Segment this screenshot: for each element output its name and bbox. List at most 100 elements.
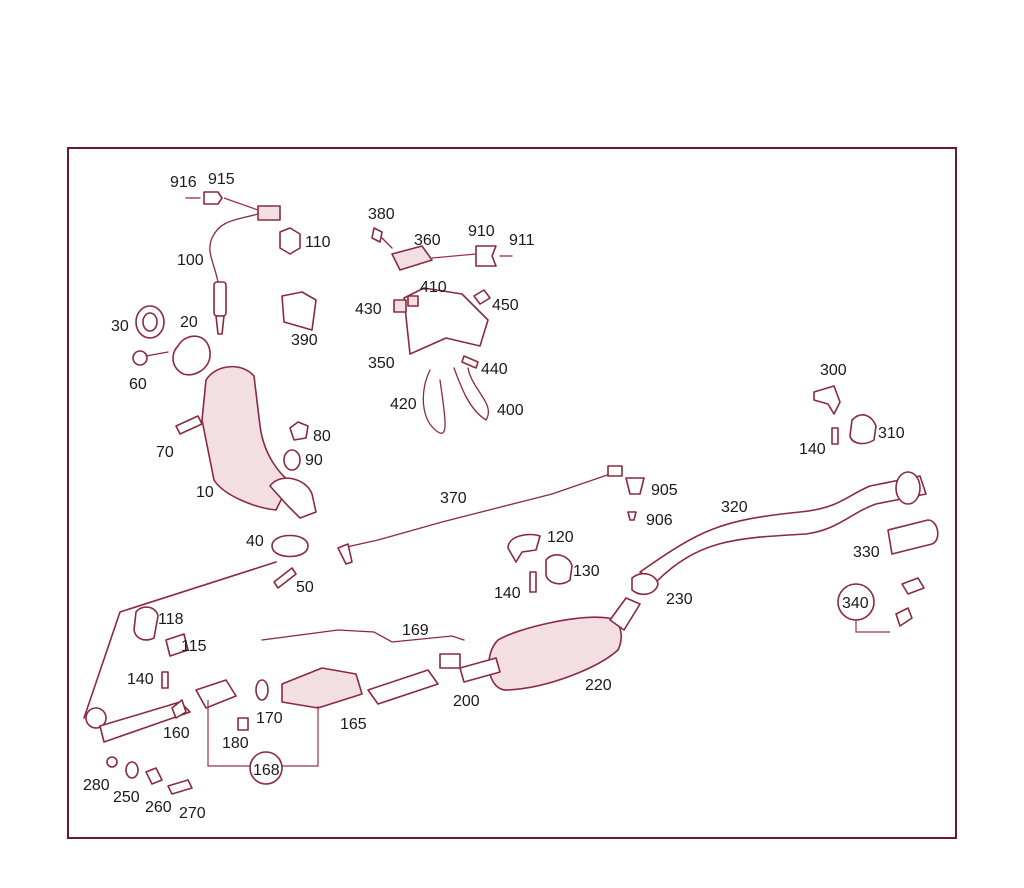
screw-380 bbox=[371, 227, 383, 243]
connector-915 bbox=[203, 191, 223, 205]
bolt-140 bbox=[831, 427, 839, 445]
label-430: 430 bbox=[355, 301, 382, 318]
label-911: 911 bbox=[509, 232, 535, 249]
label-180: 180 bbox=[222, 735, 249, 752]
clip-180 bbox=[237, 717, 249, 731]
label-169: 169 bbox=[402, 622, 429, 639]
label-320: 320 bbox=[721, 499, 748, 516]
label-410: 410 bbox=[420, 279, 447, 296]
diagram-frame bbox=[67, 147, 957, 839]
label-200: 200 bbox=[453, 693, 480, 710]
gasket-90 bbox=[283, 449, 301, 471]
label-40: 40 bbox=[246, 533, 264, 550]
sensor-905 bbox=[607, 465, 623, 477]
clamp-40-group bbox=[271, 534, 309, 589]
label-170: 170 bbox=[256, 710, 283, 727]
label-30: 30 bbox=[111, 318, 129, 335]
label-140-front: 140 bbox=[127, 671, 154, 688]
oxygen-sensor-100 bbox=[213, 281, 227, 317]
pipe-segment bbox=[367, 669, 439, 705]
callout-labels: 916 915 110 100 380 360 910 911 410 430 … bbox=[83, 171, 905, 822]
part-340-b bbox=[895, 607, 913, 627]
label-280: 280 bbox=[83, 777, 110, 794]
rear-pipe-320 bbox=[639, 475, 927, 583]
label-90: 90 bbox=[305, 452, 323, 469]
label-910: 910 bbox=[468, 223, 495, 240]
nut-260 bbox=[145, 767, 163, 785]
label-80: 80 bbox=[313, 428, 331, 445]
mid-hanger-group bbox=[507, 533, 573, 593]
bracket-115 bbox=[165, 633, 189, 657]
bracket-360 bbox=[391, 245, 433, 271]
label-370: 370 bbox=[440, 490, 467, 507]
connector-910 bbox=[475, 245, 497, 267]
label-20: 20 bbox=[180, 314, 198, 331]
catalyst-10 bbox=[201, 365, 291, 511]
label-350: 350 bbox=[368, 355, 395, 372]
label-300: 300 bbox=[820, 362, 847, 379]
clamp-40 bbox=[271, 534, 309, 558]
primary-catalyst-group bbox=[132, 305, 317, 519]
oxygen-sensor-group bbox=[185, 191, 301, 335]
label-50: 50 bbox=[296, 579, 314, 596]
label-230: 230 bbox=[666, 591, 693, 608]
part-340-a bbox=[901, 577, 925, 595]
label-330: 330 bbox=[853, 544, 880, 561]
label-70: 70 bbox=[156, 444, 174, 461]
label-390: 390 bbox=[291, 332, 318, 349]
muffler-220 bbox=[488, 616, 622, 691]
callout-ring-168 bbox=[249, 751, 283, 785]
nut-80 bbox=[289, 421, 309, 441]
label-340: 340 bbox=[842, 595, 869, 612]
hanger-300 bbox=[813, 385, 841, 415]
tail-pipe-330 bbox=[887, 519, 939, 555]
label-440: 440 bbox=[481, 361, 508, 378]
clamp-200 bbox=[439, 653, 461, 669]
label-260: 260 bbox=[145, 799, 172, 816]
rubber-mount-130 bbox=[545, 554, 573, 585]
bolt-70 bbox=[175, 415, 203, 435]
label-10: 10 bbox=[196, 484, 214, 501]
label-250: 250 bbox=[113, 789, 140, 806]
label-110: 110 bbox=[305, 234, 331, 251]
spring-440 bbox=[461, 355, 479, 369]
clip-410 bbox=[407, 295, 419, 307]
label-380: 380 bbox=[368, 206, 395, 223]
label-140-rear: 140 bbox=[799, 441, 826, 458]
rubber-mount-118 bbox=[133, 606, 159, 641]
catalyst-165 bbox=[281, 667, 363, 709]
label-220: 220 bbox=[585, 677, 612, 694]
washer-250 bbox=[125, 761, 139, 779]
label-450: 450 bbox=[492, 297, 519, 314]
pipe-169 bbox=[261, 629, 465, 643]
cap-906 bbox=[627, 511, 637, 521]
label-100: 100 bbox=[177, 252, 204, 269]
catalyst-outlet bbox=[269, 477, 317, 519]
label-160: 160 bbox=[163, 725, 190, 742]
clip-110 bbox=[279, 227, 301, 255]
tail-tip bbox=[895, 471, 921, 505]
label-130: 130 bbox=[573, 563, 600, 580]
label-905: 905 bbox=[651, 482, 678, 499]
gasket-170 bbox=[255, 679, 269, 701]
bolt-450 bbox=[473, 289, 491, 305]
rear-hanger-group bbox=[813, 385, 877, 445]
mount-plate-350 bbox=[403, 287, 489, 355]
bracket-160 bbox=[171, 699, 187, 719]
clamp-20 bbox=[172, 335, 211, 376]
rubber-mount-310 bbox=[849, 414, 877, 445]
bolt-270 bbox=[167, 779, 193, 795]
label-400: 400 bbox=[497, 402, 524, 419]
label-168: 168 bbox=[253, 762, 280, 779]
bolt-140-front bbox=[161, 671, 169, 689]
clamp-230 bbox=[631, 572, 659, 596]
bracket-120 bbox=[507, 533, 541, 563]
bolt-60 bbox=[132, 350, 148, 366]
bracket-assembly bbox=[371, 227, 513, 434]
label-118: 118 bbox=[158, 611, 184, 628]
label-140-mid: 140 bbox=[494, 585, 521, 602]
label-60: 60 bbox=[129, 376, 147, 393]
label-270: 270 bbox=[179, 805, 206, 822]
label-115: 115 bbox=[181, 638, 207, 655]
